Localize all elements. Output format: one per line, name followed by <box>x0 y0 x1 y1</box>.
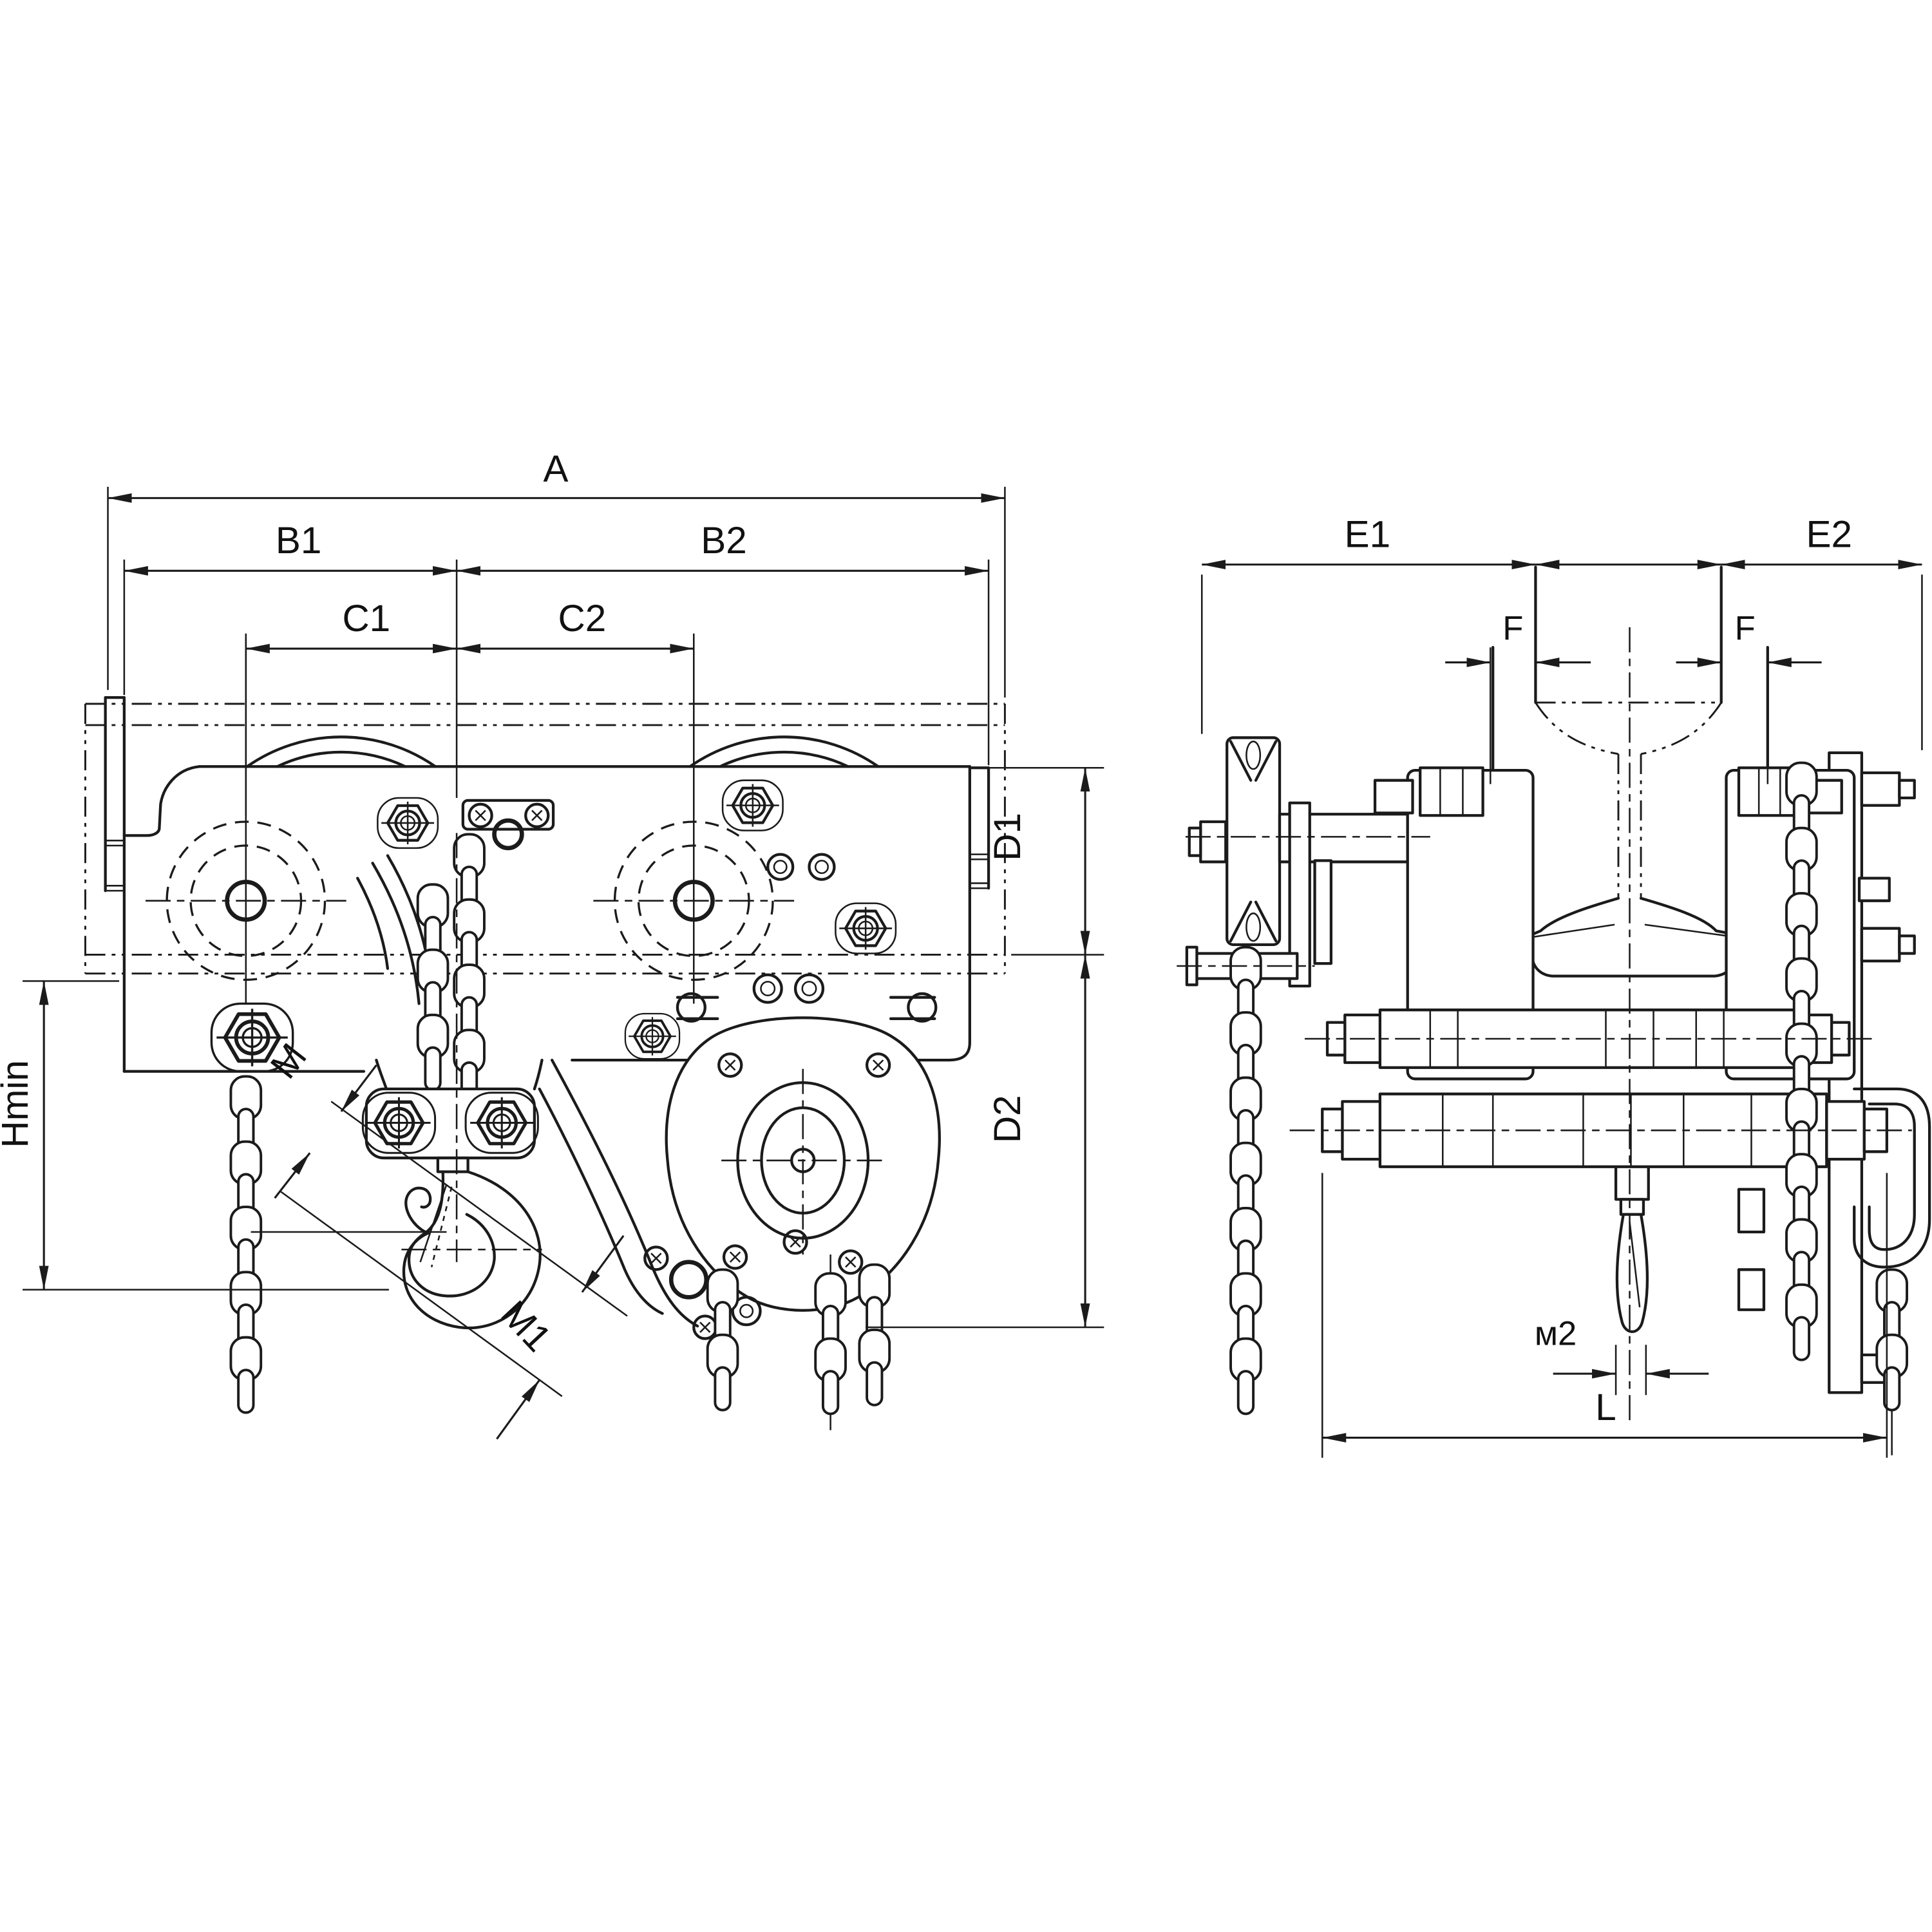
dim-label-b1: B1 <box>276 520 321 562</box>
dim-label-b2: B2 <box>701 520 746 562</box>
rail-section <box>1530 565 1738 978</box>
dim-F: F F <box>1445 610 1822 784</box>
hand-chain-front <box>229 1075 263 1414</box>
dim-label-hmin: Hmin <box>0 1060 36 1148</box>
dim-E: E1 E2 <box>1200 513 1923 750</box>
dim-label-e2: E2 <box>1806 513 1852 555</box>
dim-label-l: L <box>1595 1387 1616 1428</box>
suspension <box>356 833 544 1173</box>
center-lines <box>1177 627 1912 1425</box>
hook-side <box>1614 1165 1650 1333</box>
dim-label-f-left: F <box>1502 610 1523 648</box>
dim-label-c2: C2 <box>558 598 607 639</box>
load-chains-front <box>706 1255 891 1430</box>
gear-housing <box>665 992 941 1312</box>
hand-chain-side <box>1229 945 1262 1416</box>
dim-M: M <box>263 1036 377 1199</box>
frame-arm <box>538 1058 807 1338</box>
hook <box>401 833 542 1330</box>
side-view: E1 E2 F F м2 L <box>1177 513 1931 1458</box>
hand-chain-wheel <box>1185 736 1409 988</box>
dim-B: B1 B2 <box>123 520 990 798</box>
dim-L: L <box>1321 1173 1888 1458</box>
hoist-details <box>1737 771 1931 1455</box>
dim-label-a: A <box>543 448 568 490</box>
dim-label-d2: D2 <box>987 1095 1028 1143</box>
dim-label-e1: E1 <box>1345 513 1390 555</box>
plate-bolts <box>211 781 895 1072</box>
beam-phantom <box>84 703 1006 975</box>
dim-D: D1 D2 <box>866 766 1104 1329</box>
dim-Hmin: Hmin <box>0 980 447 1291</box>
dim-label-m: M <box>263 1036 315 1086</box>
dim-label-f-right: F <box>1735 610 1756 648</box>
locking-bracket <box>461 799 555 851</box>
front-view: A B1 B2 C1 C2 D1 D2 <box>0 448 1104 1440</box>
dim-label-d1: D1 <box>987 813 1028 861</box>
dim-label-m2: м2 <box>1535 1314 1577 1352</box>
dim-M2: м2 <box>1535 1314 1709 1396</box>
dim-label-c1: C1 <box>342 598 390 639</box>
dim-A: A <box>107 448 1006 698</box>
dim-C: C1 C2 <box>245 598 695 816</box>
dim-label-m1: M1 <box>493 1293 559 1360</box>
wheel-rim-arcs <box>245 735 880 768</box>
